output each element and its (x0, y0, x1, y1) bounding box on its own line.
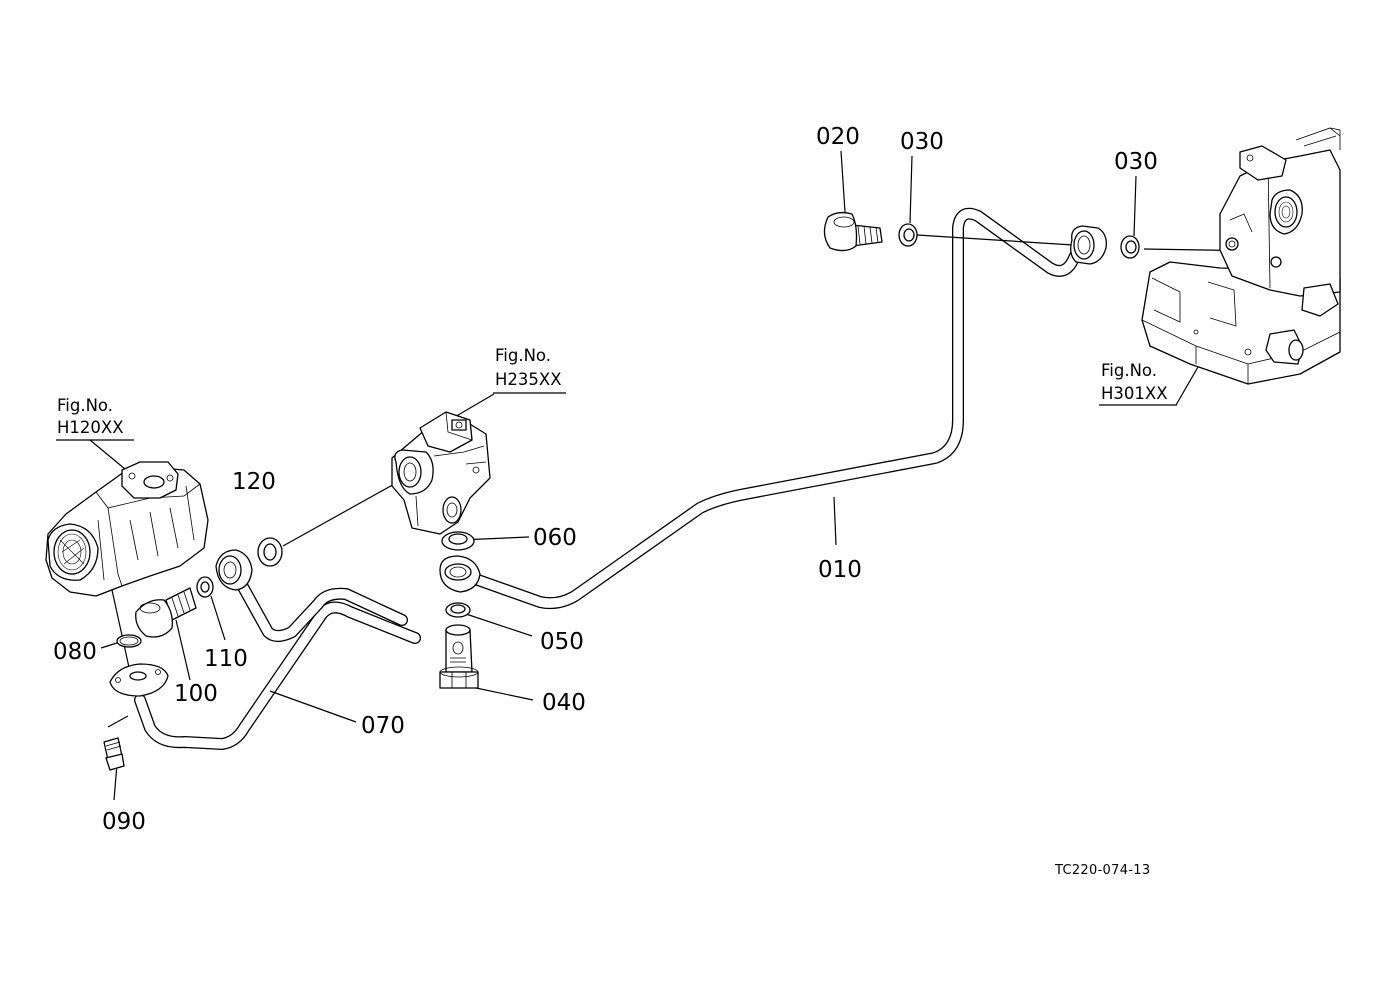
fig-ref-label: Fig.No. (495, 346, 551, 365)
banjo-eye-010-top (1070, 225, 1107, 265)
pipe-070 (134, 572, 421, 750)
callout-020: 020 (816, 124, 860, 150)
banjo-eye-010-bottom (439, 555, 481, 593)
seal-050 (445, 602, 471, 618)
callout-120: 120 (232, 469, 276, 495)
callout-030-left: 030 (900, 129, 944, 155)
callout-030-right: 030 (1114, 149, 1158, 175)
pump-h120xx (45, 461, 209, 597)
nipple-090 (103, 737, 125, 771)
callout-060: 060 (533, 525, 577, 551)
callout-100: 100 (174, 681, 218, 707)
fig-ref-number: H301XX (1101, 384, 1168, 403)
pipe-010 (472, 207, 1084, 610)
callout-040: 040 (542, 690, 586, 716)
banjo-eye-070 (215, 549, 253, 591)
fig-ref-label: Fig.No. (1101, 361, 1157, 380)
washer-030-right (1120, 235, 1140, 259)
fig-ref-h120xx: Fig.No. H120XX (56, 396, 134, 441)
fig-ref-number: H235XX (495, 370, 562, 389)
washer-110 (196, 576, 214, 598)
fig-ref-h235xx: Fig.No. H235XX (493, 346, 566, 394)
banjo-bolt-020 (823, 211, 883, 252)
callout-070: 070 (361, 713, 405, 739)
callout-090: 090 (102, 809, 146, 835)
washer-120 (257, 537, 283, 567)
valve-block-h235xx (391, 411, 491, 535)
washer-030-left (898, 223, 918, 247)
o-ring-080 (116, 634, 142, 648)
banjo-bolt-040 (439, 624, 479, 689)
callout-010: 010 (818, 557, 862, 583)
callout-110: 110 (204, 646, 248, 672)
fig-ref-number: H120XX (57, 418, 124, 437)
drawing-code: TC220-074-13 (1054, 863, 1150, 878)
housing-h301xx (1141, 127, 1341, 385)
callout-080: 080 (53, 639, 97, 665)
banjo-bolt-100 (135, 587, 197, 638)
seal-060 (441, 531, 475, 551)
fig-ref-h301xx: Fig.No. H301XX (1099, 361, 1177, 406)
fig-ref-label: Fig.No. (57, 396, 113, 415)
callout-050: 050 (540, 629, 584, 655)
flange-plate (109, 663, 169, 697)
